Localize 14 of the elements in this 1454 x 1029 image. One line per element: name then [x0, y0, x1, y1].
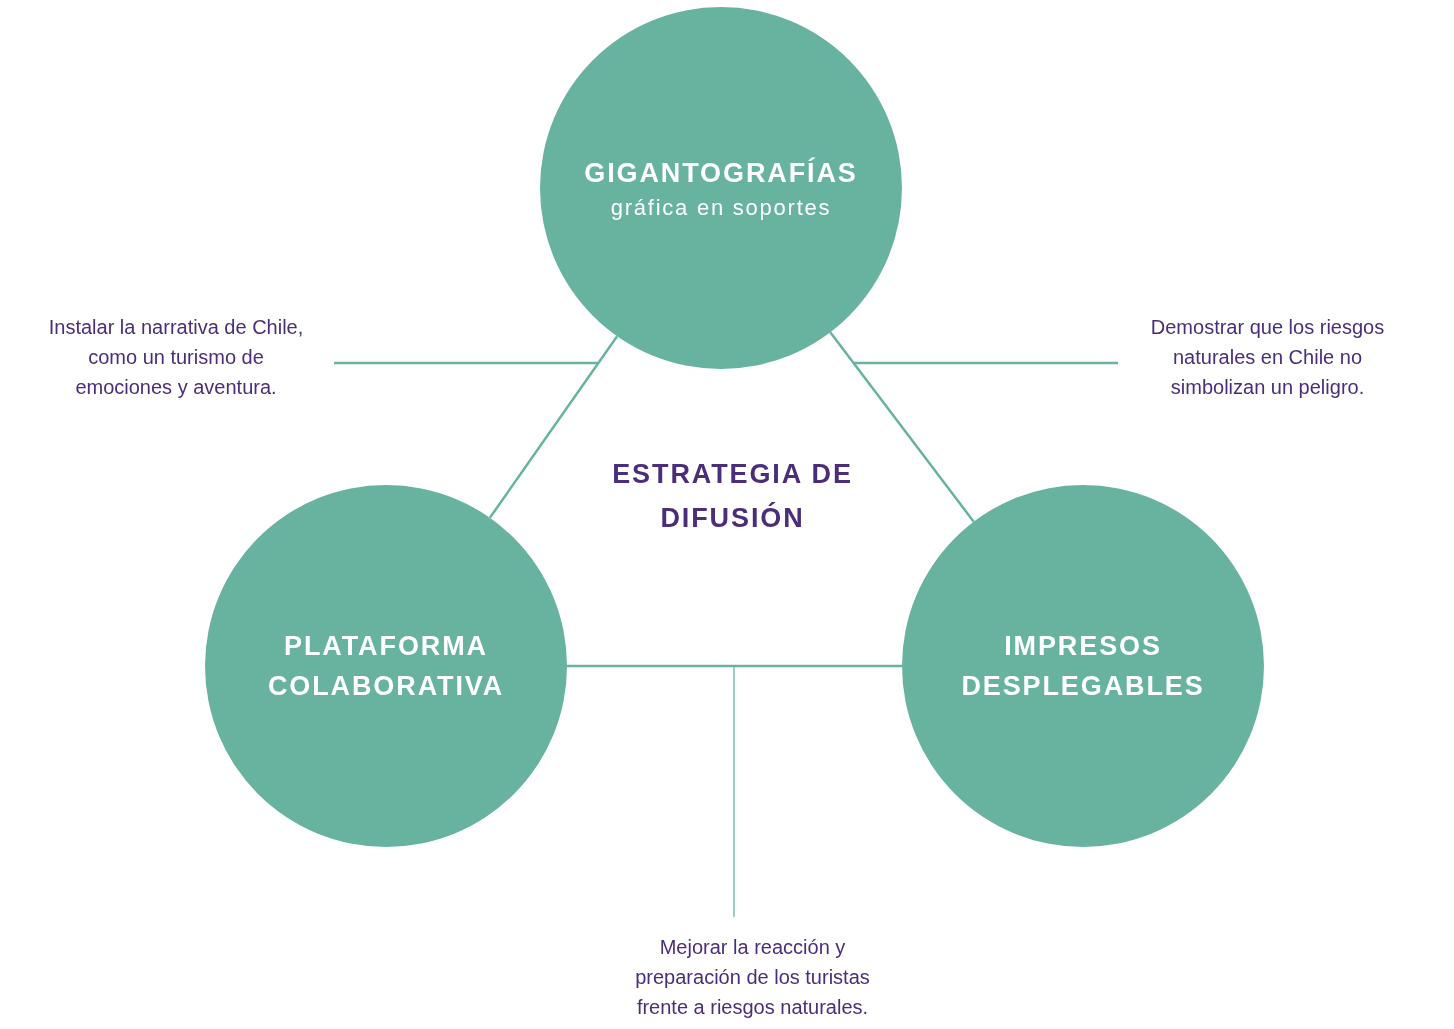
connector-line	[829, 331, 975, 523]
note-text: Mejorar la reacción y preparación de los turistas frente a riesgos naturales.	[610, 932, 895, 1022]
connector-line	[567, 664, 902, 668]
circle-title: GIGANTOGRAFÍAS	[583, 156, 859, 190]
connector-line	[488, 335, 619, 519]
circle-subtitle: gráfica en soportes	[610, 194, 832, 222]
circle-title: PLATAFORMA COLABORATIVA	[266, 630, 506, 703]
note-text: Demostrar que los riesgos naturales en Chile no simbolizan un peligro.	[1125, 312, 1410, 402]
circle-title: IMPRESOS DESPLEGABLES	[960, 630, 1206, 703]
note-text: Instalar la narrativa de Chile, como un turismo de emociones y aventura.	[45, 312, 307, 402]
connector-line	[854, 361, 1118, 365]
connector-line	[334, 361, 598, 365]
center-heading: ESTRATEGIA DE DIFUSIÓN	[611, 458, 854, 535]
leader-line	[733, 665, 735, 918]
